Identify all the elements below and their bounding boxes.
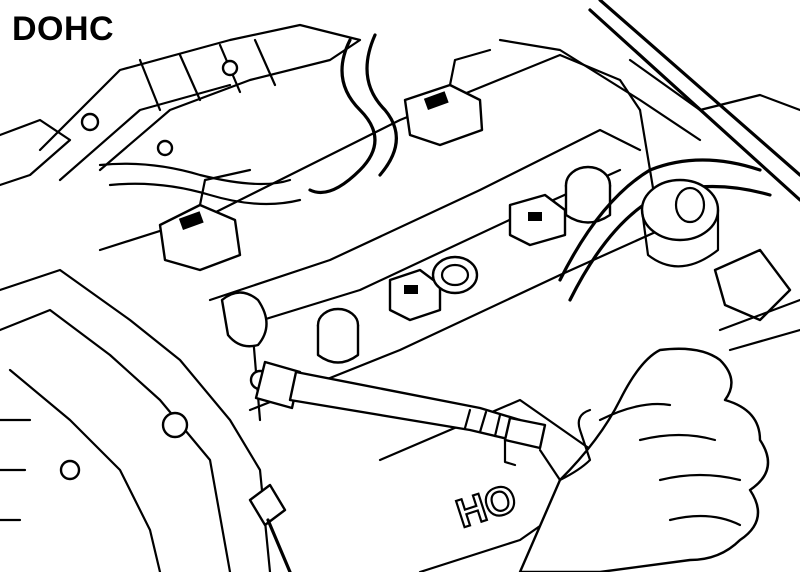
coil-connector-1 xyxy=(158,168,252,272)
plug-cap-1 xyxy=(564,165,612,224)
oil-filler-cap-icon xyxy=(640,178,720,268)
coil-connector-3 xyxy=(508,193,567,247)
diagram-title: DOHC xyxy=(12,10,115,48)
dipstick-icon xyxy=(220,291,292,572)
coil-connector-2 xyxy=(403,48,492,147)
coil-connector-4 xyxy=(388,268,442,322)
right-bracket xyxy=(713,248,800,352)
fuel-rail xyxy=(498,0,800,202)
wiring-harness xyxy=(98,33,772,302)
plug-cap-2 xyxy=(316,307,360,364)
casting-text: HO xyxy=(451,476,522,536)
spark-plug-socket-icon xyxy=(254,360,547,467)
hand-icon xyxy=(518,347,770,572)
intake-manifold xyxy=(0,23,362,187)
plug-hole xyxy=(431,255,479,295)
